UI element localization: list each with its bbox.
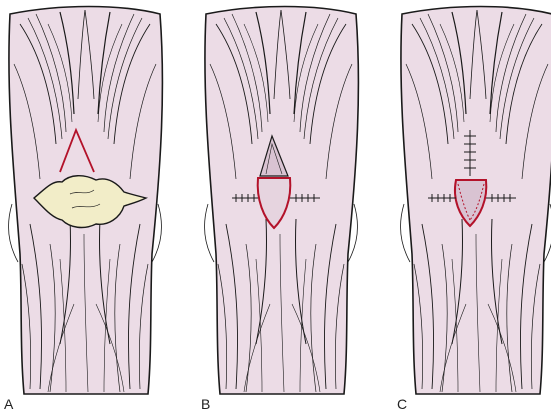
advanced-flap: [454, 179, 488, 228]
raised-flap: [259, 134, 289, 177]
defect-outline: [256, 177, 292, 230]
suture-line-right: [290, 194, 320, 202]
panel-b: [204, 6, 359, 394]
panel-label-a: A: [4, 396, 14, 412]
suture-line-vertical: [464, 130, 476, 176]
suture-line-left-c: [428, 194, 456, 202]
patella-shape: [32, 175, 149, 229]
suture-line-right-c: [486, 194, 516, 202]
panel-label-b: B: [201, 396, 211, 412]
wedge-incision-line: [59, 127, 95, 173]
panel-a: [8, 6, 163, 394]
panel-label-c: C: [397, 396, 408, 412]
panel-c: [400, 6, 551, 394]
suture-line-left: [232, 194, 258, 202]
